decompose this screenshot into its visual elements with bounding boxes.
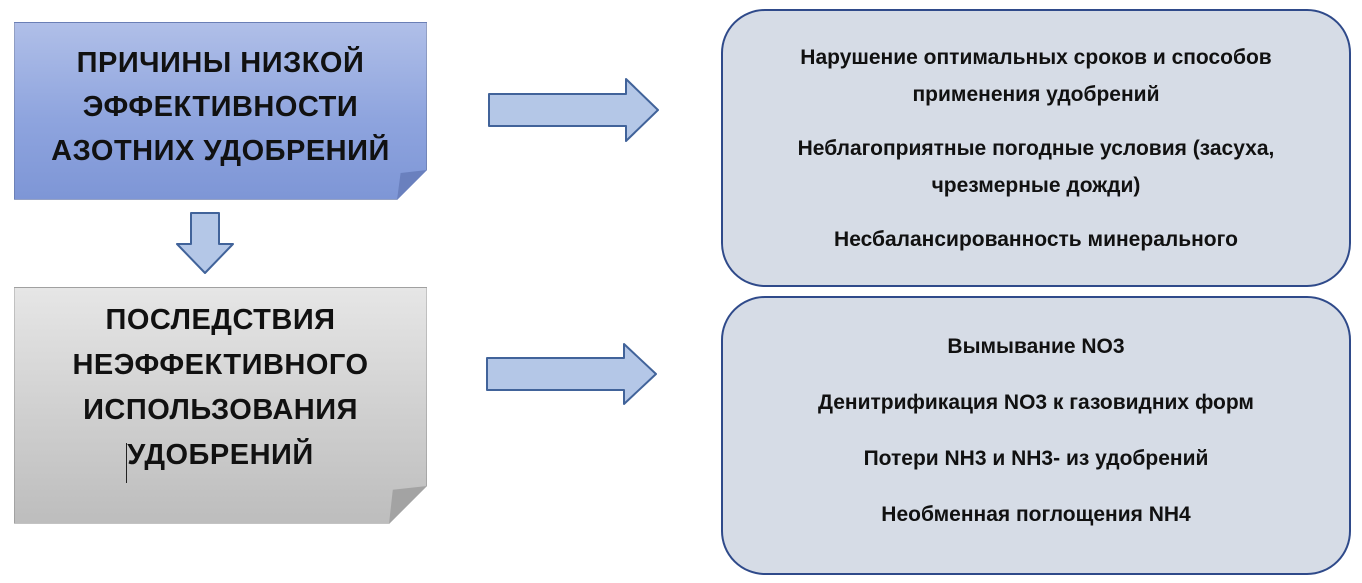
consequences-title-line-4: УДОБРЕНИЙ [127,439,314,471]
causes-note-folded-corner [397,170,427,200]
right-arrow-causes [488,78,659,142]
consequences-note-folded-corner [389,486,427,524]
consequences-title-line-2: НЕЭФФЕКТИВНОГО [72,349,369,381]
cause-item-3: Несбалансированность минерального [834,221,1238,258]
consequence-item-3: Потери NH3 и NH3- из удобрений [863,447,1209,470]
cause-item-1-line-1: Нарушение оптимальных сроков и способов [800,46,1272,69]
text-cursor [126,443,127,483]
cause-item-1: Нарушение оптимальных сроков и способов … [800,39,1271,113]
cause-item-2: Неблагоприятные погодные условия (засуха… [798,130,1275,204]
causes-title-note: ПРИЧИНЫ НИЗКОЙ ЭФФЕКТИВНОСТИ АЗОТНИХ УДО… [14,22,427,200]
cause-item-3-line-1: Несбалансированность минерального [834,228,1238,251]
consequences-title-line-3: ИСПОЛЬЗОВАНИЯ [83,394,358,426]
causes-title-line-1: ПРИЧИНЫ НИЗКОЙ [76,47,365,79]
right-arrow-consequences [486,343,657,405]
consequences-list-box: Вымывание NO3 Денитрификация NO3 к газов… [721,296,1351,575]
consequences-title-note: ПОСЛЕДСТВИЯ НЕЭФФЕКТИВНОГО ИСПОЛЬЗОВАНИЯ… [14,287,427,524]
cause-item-1-line-2: применения удобрений [912,83,1160,106]
cause-item-2-line-1: Неблагоприятные погодные условия (засуха… [797,137,1275,160]
consequence-item-4: Необменная поглощения NH4 [881,503,1191,526]
causes-title-line-3: АЗОТНИХ УДОБРЕНИЙ [51,135,390,167]
causes-title-line-2: ЭФФЕКТИВНОСТИ [82,91,359,123]
causes-list-box: Нарушение оптимальных сроков и способов … [721,9,1351,287]
consequence-item-2: Денитрификация NO3 к газовидних форм [818,391,1254,414]
consequences-title-line-1: ПОСЛЕДСТВИЯ [105,304,336,336]
consequence-item-1: Вымывание NO3 [947,335,1125,358]
down-arrow [176,212,234,274]
cause-item-2-line-2: чрезмерные дожди) [931,174,1141,197]
